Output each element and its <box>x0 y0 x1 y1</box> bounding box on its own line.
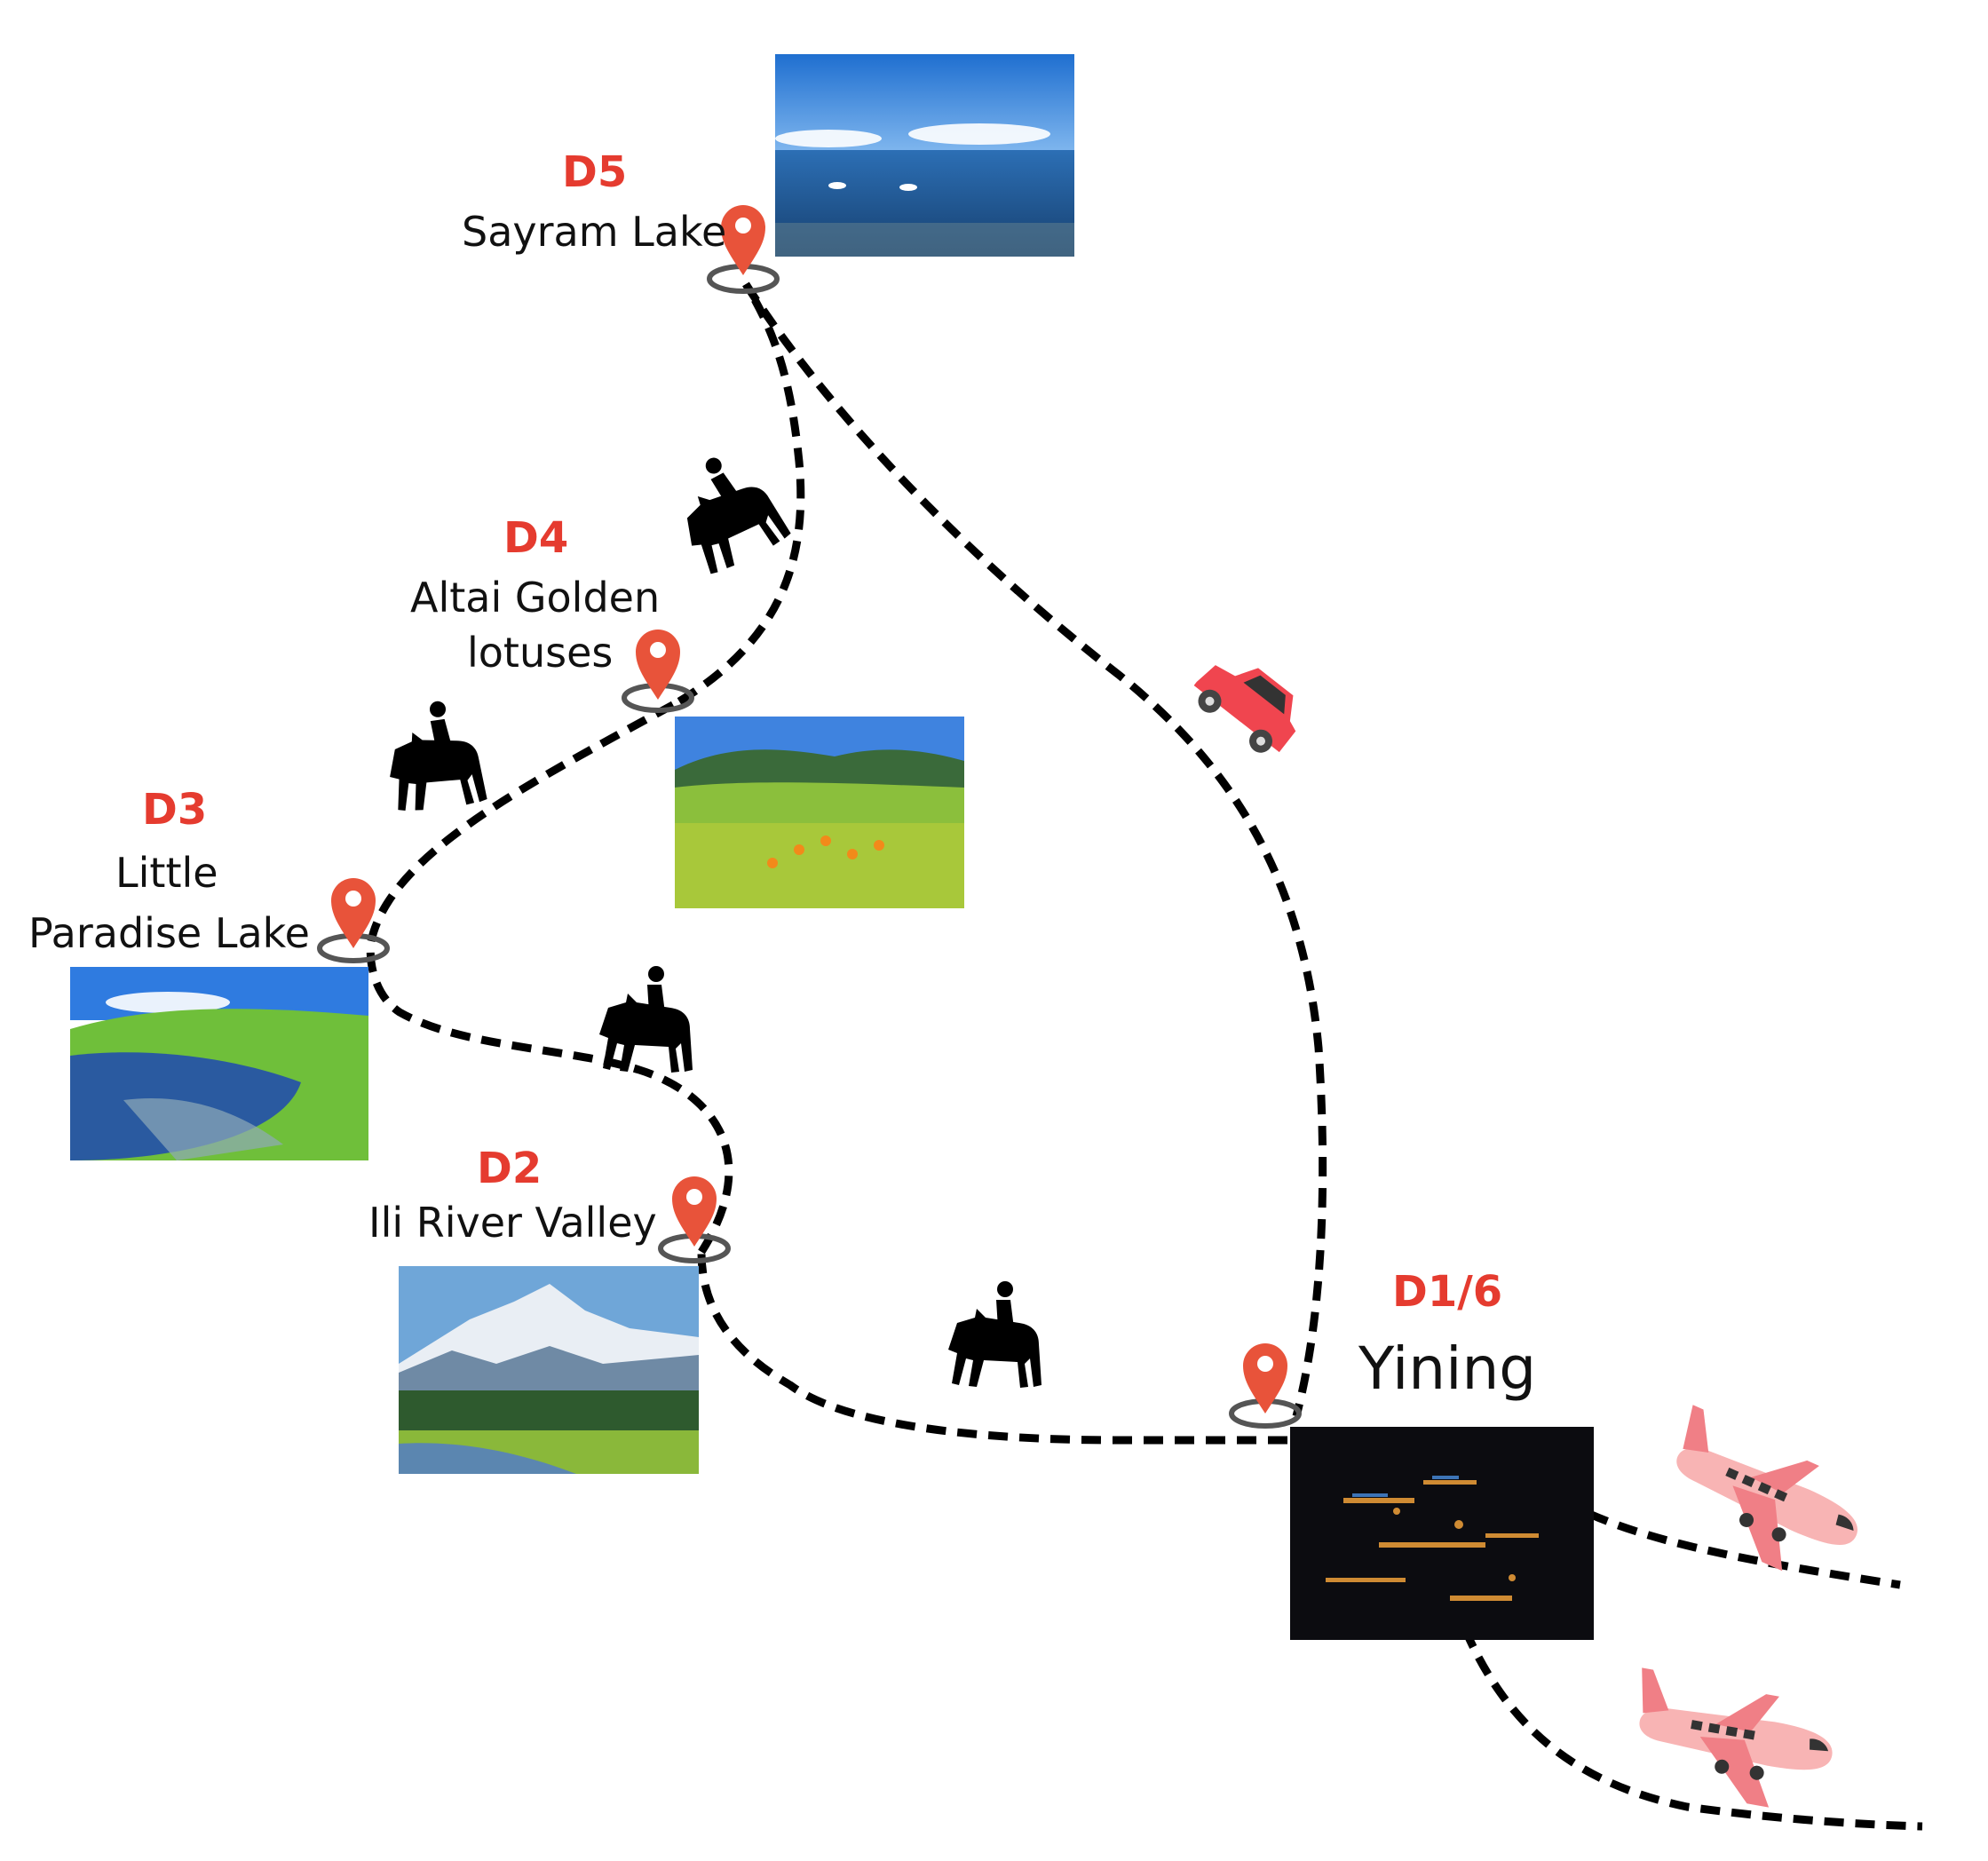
location-pin-icon[interactable] <box>721 205 765 275</box>
location-pin-icon[interactable] <box>331 878 376 948</box>
horse-rider-icon <box>380 696 488 815</box>
location-pin-icon[interactable] <box>1243 1343 1287 1414</box>
location-pin-icon[interactable] <box>672 1176 717 1247</box>
photo-yining-night <box>1290 1427 1594 1640</box>
route-flight-1 <box>1588 1509 1901 1589</box>
day-label-sayram: D5 <box>562 147 628 197</box>
route-paradise-altai <box>367 698 682 942</box>
photo-ili-river-valley <box>399 1266 699 1474</box>
horse-rider-icon <box>660 441 793 580</box>
airplane-icon <box>1621 1667 1841 1817</box>
photo-sayram-lake <box>775 54 1074 257</box>
place-label-ili: Ili River Valley <box>368 1199 657 1247</box>
location-pin-icon[interactable] <box>636 630 680 700</box>
route-sayram-yining <box>742 281 1327 1418</box>
place-label-altai-line1: Altai Golden <box>410 574 661 622</box>
place-label-altai-line2: lotuses <box>467 629 614 677</box>
place-label-paradise-line1: Little <box>115 849 218 897</box>
day-label-altai: D4 <box>503 513 569 563</box>
day-label-yining: D1/6 <box>1392 1267 1503 1317</box>
place-label-yining: Yining <box>1358 1334 1537 1403</box>
airplane-icon <box>1645 1405 1878 1593</box>
horse-rider-icon <box>599 966 693 1073</box>
car-icon <box>1193 665 1296 753</box>
place-label-paradise-line2: Paradise Lake <box>28 909 310 957</box>
day-label-paradise: D3 <box>142 785 208 835</box>
route-altai-sayram <box>677 281 805 705</box>
route-ili-paradise <box>366 940 733 1255</box>
horse-rider-icon <box>948 1281 1042 1388</box>
place-label-sayram: Sayram Lake <box>462 208 727 256</box>
route-flight-2 <box>1461 1627 1923 1831</box>
day-label-ili: D2 <box>477 1144 543 1193</box>
photo-altai-golden-lotuses <box>675 717 964 908</box>
photo-little-paradise-lake <box>70 967 368 1160</box>
route-yining-ili <box>697 1251 1287 1445</box>
